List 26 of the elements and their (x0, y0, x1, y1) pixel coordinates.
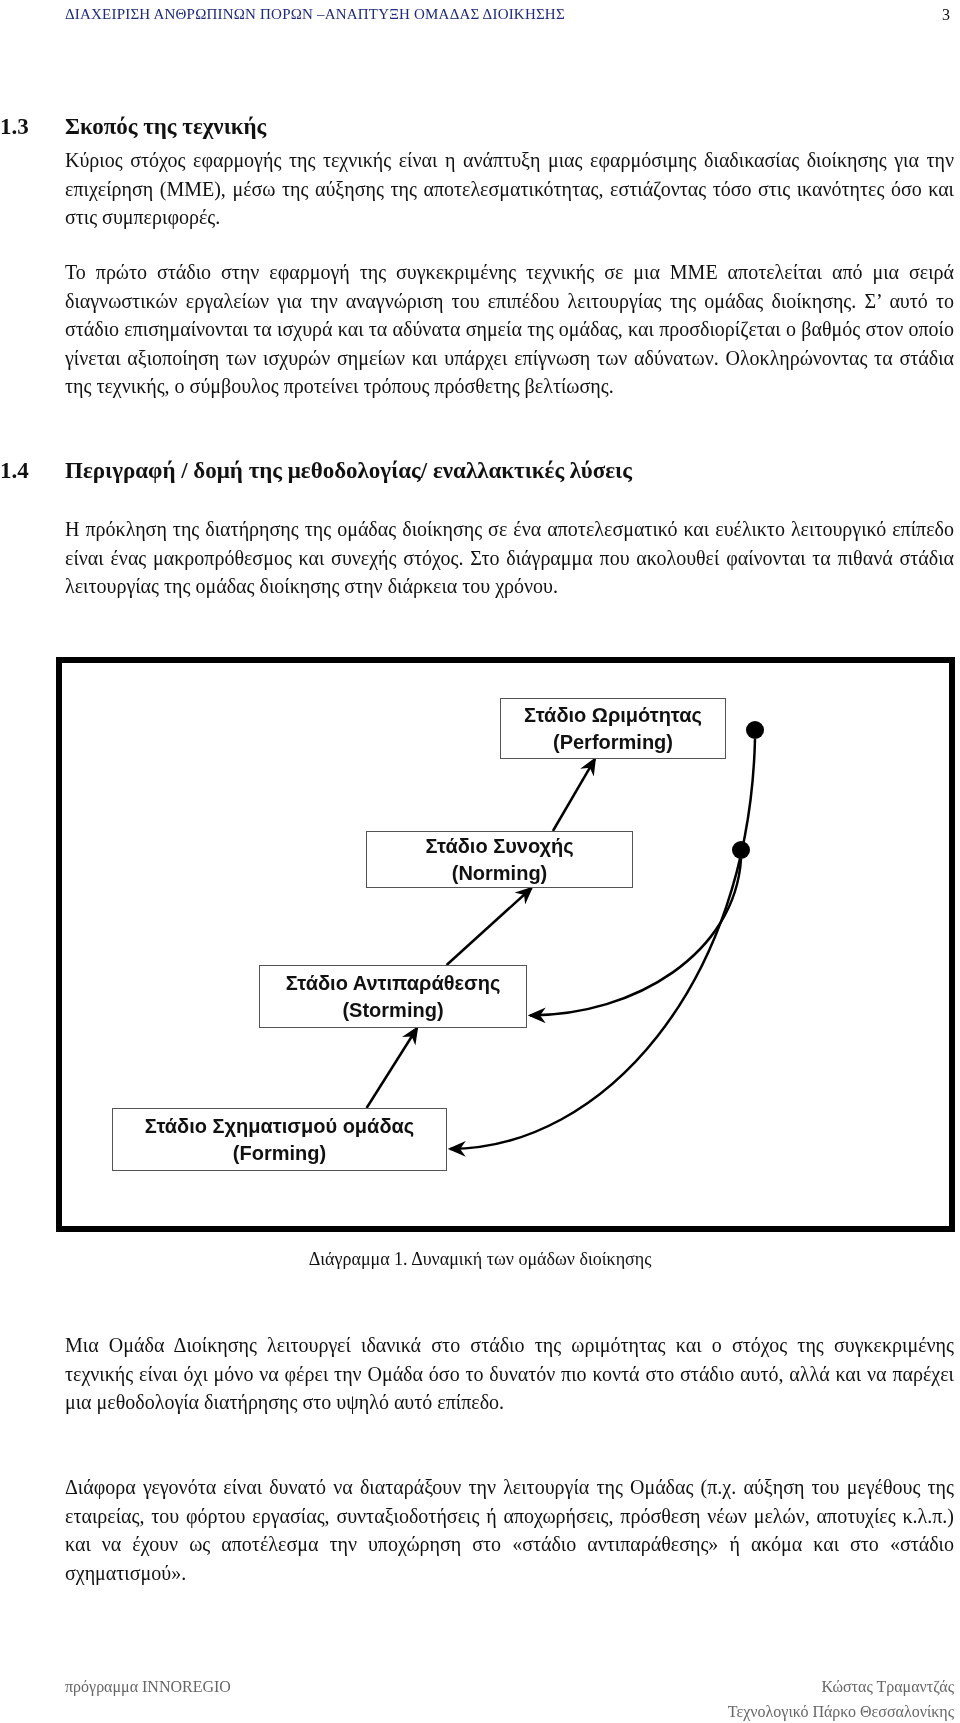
section-heading: Περιγραφή / δομή της μεθοδολογίας/ εναλλακτικές λύσεις (65, 458, 632, 483)
paragraph: Διάφορα γεγονότα είναι δυνατό να διαταράξουν την λειτουργία της Ομάδας (π.χ. αύξηση του μεγέθους της εταιρείας, του φόρτου εργασίας, συνταξιοδοτήσεις ή αποχωρήσεις, πρόσθεση νέων μελών, αποτυχίες κ.λ.π.) και να έχουν ως αποτέλεσμα την υποχώρηση στο «στάδιο αντιπαράθεσης» ή ακόμα και στο «στάδιο σχηματισμού». (65, 1475, 954, 1587)
stage-box: Στάδιο Ωριμότητας (Performing) (500, 698, 726, 759)
paragraph: Μια Ομάδα Διοίκησης λειτουργεί ιδανικά στο στάδιο της ωριμότητας και ο στόχος της συγκεκριμένης τεχνικής είναι όχι μόνο να φέρει την Ομάδα όσο το δυνατόν πιο κοντά στο στάδιο αυτό, αλλά και να παρέχει μια μεθοδολογία διατήρησης στο υψηλό αυτό επίπεδο. (65, 1333, 954, 1416)
section-number: 1.3 (0, 114, 29, 139)
footer-text: πρόγραμμα INNOREGIO (65, 1678, 231, 1695)
dot-node (746, 721, 764, 739)
arrow (365, 1026, 419, 1109)
section-heading: Σκοπός της τεχνικής (65, 114, 267, 139)
section-number: 1.4 (0, 458, 29, 483)
arrow (527, 858, 743, 1023)
figure-caption: Διάγραμμα 1. Δυναμική των ομάδων διοίκησης (308, 1249, 652, 1269)
paragraph: Το πρώτο στάδιο στην εφαρμογή της συγκεκριμένης τεχνικής σε μια ΜΜΕ αποτελείται από μια σειρά διαγνωστικών εργαλείων για την αναγνώριση του επιπέδου λειτουργίας της ομάδας διοίκησης. Σ’ αυτό το στάδιο επισημαίνονται τα ισχυρά και τα αδύνατα σημεία της ομάδας, και προσδιορίζεται ο βαθμός στον οποίο γίνεται αξιοποίηση των ισχυρών σημείων και υπάρχει επίγνωση των αδύνατων. Ολοκληρώνοντας τα στάδια της τεχνικής, ο σύμβουλος προτείνει τρόπους πρόσθετης βελτίωσης. (65, 260, 954, 400)
arrow (447, 738, 757, 1156)
stage-box: Στάδιο Συνοχής (Norming) (366, 831, 633, 888)
stage-box: Στάδιο Αντιπαράθεσης (Storming) (259, 965, 527, 1028)
arrow (551, 757, 597, 832)
footer-text: Τεχνολογικό Πάρκο Θεσσαλονίκης (727, 1703, 954, 1720)
paragraph: Η πρόκληση της διατήρησης της ομάδας διοίκησης σε ένα αποτελεσματικό και ευέλικτο λειτουργικό επίπεδο είναι ένας μακροπρόθεσμος και συνεχής στόχος. Στο διάγραμμα που ακολουθεί φαίνονται τα πιθανά στάδια λειτουργίας της ομάδας διοίκησης στην διάρκεια του χρόνου. (65, 517, 954, 600)
arrow (445, 886, 534, 966)
page-number: 3 (942, 6, 950, 23)
running-header: ΔΙΑΧΕΙΡΙΣΗ ΑΝΘΡΩΠΙΝΩΝ ΠΟΡΩΝ –ΑΝΑΠΤΥΞΗ ΟΜΑΔΑΣ ΔΙΟΙΚΗΣΗΣ (65, 6, 565, 22)
stage-box: Στάδιο Σχηματισμού ομάδας (Forming) (112, 1108, 447, 1171)
paragraph: Κύριος στόχος εφαρμογής της τεχνικής είναι η ανάπτυξη μιας εφαρμόσιμης διαδικασίας διοίκησης για την επιχείρηση (ΜΜΕ), μέσω της αύξησης της αποτελεσματικότητας, εστιάζοντας τόσο στις ικανότητες όσο και στις συμπεριφορές. (65, 148, 954, 231)
footer-text: Κώστας Τραμαντζάς (821, 1678, 954, 1695)
dot-node (732, 841, 750, 859)
